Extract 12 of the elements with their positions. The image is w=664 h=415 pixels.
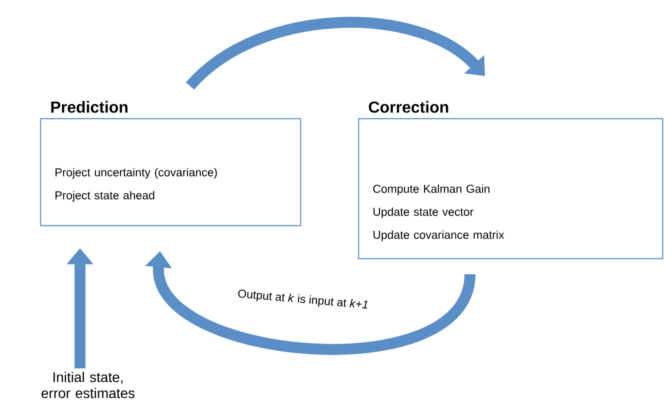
item-text: Project uncertainty (covariance)	[56, 168, 217, 179]
process-box	[358, 101, 664, 260]
heading: Correction	[368, 101, 448, 113]
item-text: Update state vector	[374, 207, 474, 218]
process-box	[40, 101, 302, 226]
item-text: Compute Kalman Gain	[373, 184, 490, 196]
item-text: Update covariance matrix	[374, 230, 504, 242]
edge-label: Output at k is input at k+1	[238, 290, 368, 309]
caption-text: Initial state, error estimates	[42, 372, 135, 398]
item-text: Project state ahead	[56, 190, 154, 202]
heading: Prediction	[51, 101, 128, 113]
arrow	[186, 17, 485, 90]
